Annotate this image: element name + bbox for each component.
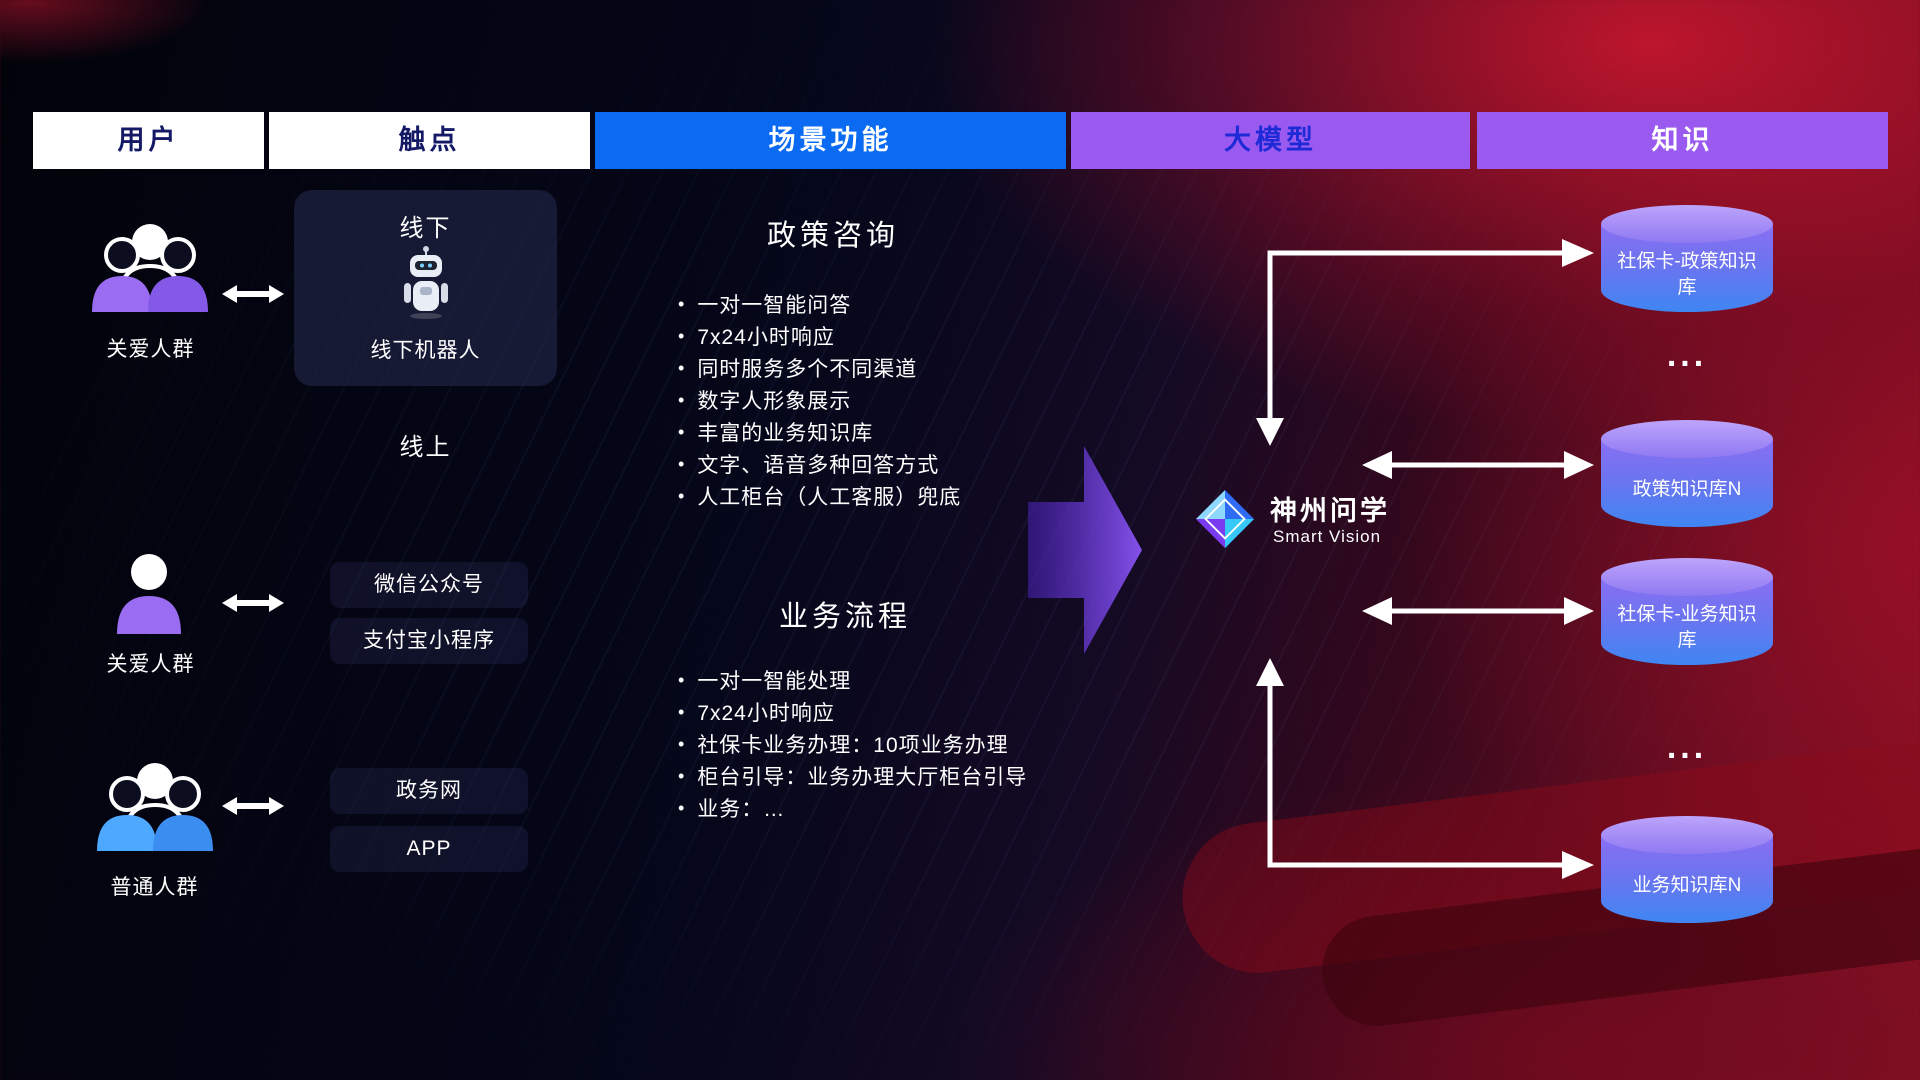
knowledge-db-business-shebao: 社保卡-业务知识库: [1601, 558, 1773, 665]
model-name: 神州问学: [1270, 496, 1390, 526]
knowledge-db-business-n: 业务知识库N: [1601, 816, 1773, 923]
scene-bullet: 文字、语音多种回答方式: [678, 450, 961, 482]
scene-bullet: 人工柜台（人工客服）兜底: [678, 482, 961, 514]
scene-bullet: 一对一智能处理: [678, 666, 1027, 698]
touchpoint-app: APP: [330, 826, 528, 872]
knowledge-db-policy-n: 政策知识库N: [1601, 420, 1773, 527]
header-col-touchpoints: 触点: [269, 112, 590, 169]
cylinder-top: [1601, 420, 1773, 458]
group-people-purple-icon: [86, 218, 214, 318]
model-subtitle: Smart Vision: [1273, 527, 1382, 546]
db-label: 业务知识库N: [1632, 875, 1742, 897]
offline-robot-label: 线下机器人: [370, 339, 481, 362]
ellipsis-dots: ...: [1666, 336, 1708, 374]
scene-title-policy: 政策咨询: [766, 220, 899, 252]
cylinder-top: [1601, 816, 1773, 854]
cylinder-top: [1601, 558, 1773, 596]
touchpoint-alipay-miniapp: 支付宝小程序: [330, 618, 528, 664]
touchpoint-gov-web: 政务网: [330, 768, 528, 814]
scene-title-process: 业务流程: [778, 601, 911, 633]
scene-bullet: 柜台引导：业务办理大厅柜台引导: [678, 762, 1027, 794]
header-col-large-model: 大模型: [1071, 112, 1470, 169]
touchpoint-wechat: 微信公众号: [330, 562, 528, 608]
header-col-users: 用户: [33, 112, 264, 169]
double-arrow-icon: [222, 283, 284, 305]
scene-bullet: 业务：…: [678, 794, 1027, 826]
offline-title: 线下: [399, 215, 452, 242]
header-col-scene-functions: 场景功能: [595, 112, 1066, 169]
scene-bullet: 丰富的业务知识库: [678, 418, 961, 450]
double-arrow-icon: [222, 795, 284, 817]
db-label: 政策知识库N: [1632, 479, 1742, 501]
scene-bullet: 社保卡业务办理：10项业务办理: [678, 730, 1027, 762]
policy-bullet-list: 一对一智能问答 7x24小时响应 同时服务多个不同渠道 数字人形象展示 丰富的业…: [678, 290, 961, 514]
offline-touchpoint-card: 线下 线下机器人: [294, 190, 557, 386]
knowledge-db-policy-shebao: 社保卡-政策知识库: [1601, 205, 1773, 312]
process-bullet-list: 一对一智能处理 7x24小时响应 社保卡业务办理：10项业务办理 柜台引导：业务…: [678, 666, 1027, 826]
flow-arrow-icon: [1028, 430, 1148, 670]
scene-bullet: 7x24小时响应: [678, 698, 1027, 730]
robot-icon: [396, 244, 456, 322]
scene-bullet: 数字人形象展示: [678, 386, 961, 418]
user-group-label-2: 关爱人群: [106, 653, 195, 676]
scene-bullet: 7x24小时响应: [678, 322, 961, 354]
online-title: 线上: [399, 434, 452, 461]
user-group-label-1: 关爱人群: [106, 338, 195, 361]
cylinder-top: [1601, 205, 1773, 243]
scene-bullet: 同时服务多个不同渠道: [678, 354, 961, 386]
db-label: 社保卡-政策知识库: [1617, 251, 1757, 298]
user-group-label-3: 普通人群: [110, 876, 199, 899]
db-label: 社保卡-业务知识库: [1617, 604, 1757, 651]
scene-bullet: 一对一智能问答: [678, 290, 961, 322]
person-purple-icon: [113, 552, 185, 636]
ellipsis-dots: ...: [1666, 728, 1708, 766]
group-people-blue-icon: [90, 757, 220, 857]
double-arrow-icon: [222, 592, 284, 614]
diamond-logo-icon: [1194, 488, 1256, 550]
header-col-knowledge: 知识: [1477, 112, 1888, 169]
